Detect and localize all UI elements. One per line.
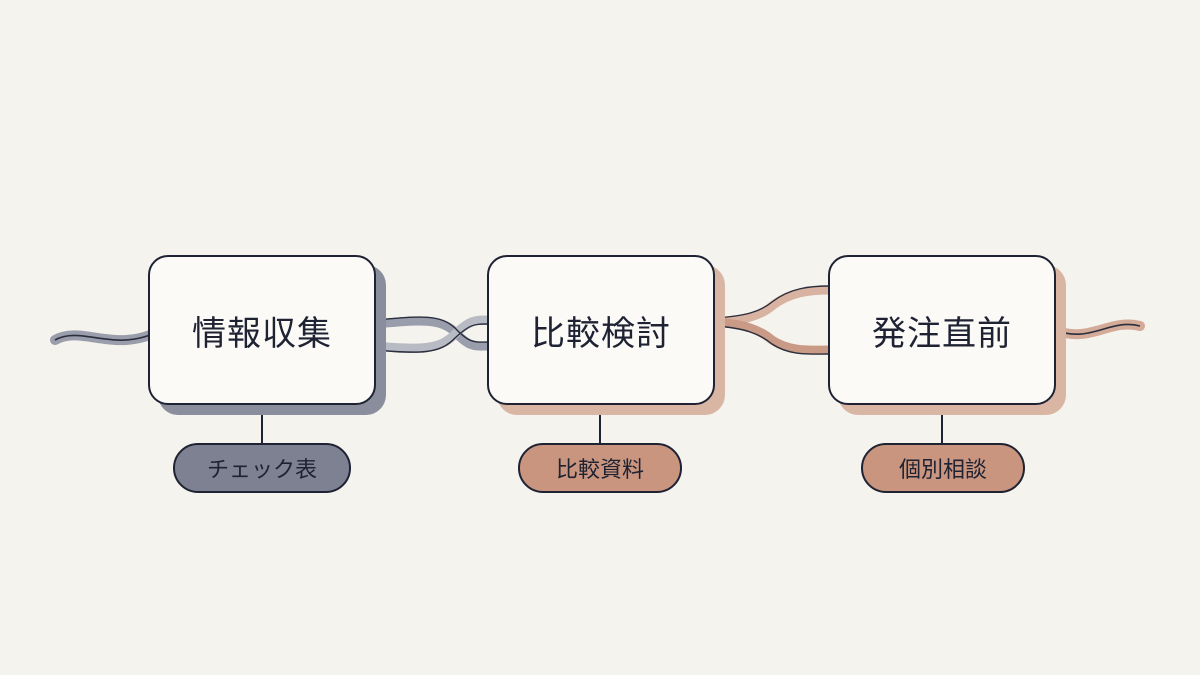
stage-card: 比較検討: [487, 255, 715, 405]
stage-card: 情報収集: [148, 255, 376, 405]
right-tail-ribbon: [1050, 319, 1145, 340]
stage-label: 情報収集: [192, 313, 332, 354]
tag-checklist: チェック表: [173, 443, 351, 493]
tag-comparison-material: 比較資料: [518, 443, 682, 493]
stage-label: 発注直前: [872, 313, 1012, 354]
twist-ribbon-2: [714, 285, 831, 355]
tag-label: 比較資料: [555, 458, 644, 483]
stage-label: 比較検討: [531, 313, 671, 354]
stage-comparison: 比較検討: [487, 255, 725, 415]
tag-consultation: 個別相談: [861, 443, 1025, 493]
twist-ribbon-1: [374, 315, 489, 353]
stage-info-gathering: 情報収集: [148, 255, 386, 415]
tag-label: チェック表: [206, 458, 317, 483]
stage-card: 発注直前: [828, 255, 1056, 405]
tag-label: 個別相談: [898, 458, 987, 483]
stage-pre-order: 発注直前: [828, 255, 1066, 415]
left-tail-ribbon: [50, 330, 155, 346]
